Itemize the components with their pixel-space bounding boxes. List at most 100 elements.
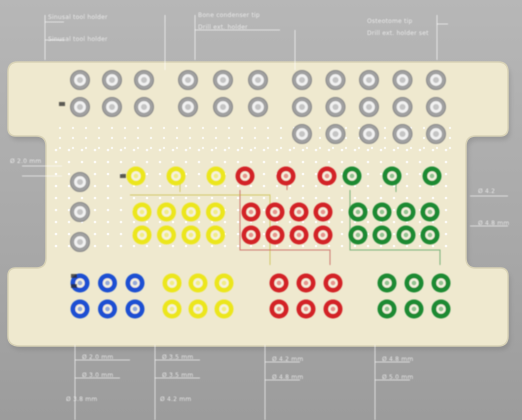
instrument-slot-yellow xyxy=(206,203,225,222)
instrument-slot-yellow xyxy=(189,300,208,319)
tray-hole xyxy=(345,127,347,129)
tray-hole xyxy=(107,209,110,212)
tray-hole xyxy=(146,173,149,176)
annotation-bottom-4: Ø 3.5 mm xyxy=(162,372,193,380)
tray-hole xyxy=(72,147,74,149)
tray-hole xyxy=(328,161,331,164)
tray-hole xyxy=(124,127,126,129)
tray-hole xyxy=(68,245,71,248)
tray-hole xyxy=(276,161,279,164)
instrument-slot-gray xyxy=(393,98,412,117)
tray-hole xyxy=(81,161,84,164)
annotation-top-3: Bone condenser tip xyxy=(198,12,260,20)
tray-hole xyxy=(228,147,230,149)
tray-hole xyxy=(176,147,178,149)
annotation-bottom-3: Ø 3.5 mm xyxy=(162,354,193,362)
instrument-slot-green xyxy=(383,167,402,186)
instrument-slot-red xyxy=(297,300,316,319)
tray-hole xyxy=(237,185,240,188)
tray-hole xyxy=(98,137,100,139)
tray-hole xyxy=(250,149,253,152)
tray-hole xyxy=(289,185,292,188)
tray-hole xyxy=(159,149,162,152)
tray-hole xyxy=(289,197,292,200)
instrument-slot-gray xyxy=(293,98,312,117)
tray-hole xyxy=(263,173,266,176)
annotation-bottom-10: Ø 5.0 mm xyxy=(382,374,413,382)
tray-hole xyxy=(289,221,292,224)
tray-hole xyxy=(384,147,386,149)
tray-hole xyxy=(72,127,74,129)
tray-hole xyxy=(59,147,61,149)
annotation-right-2: Ø 4.8 mm xyxy=(478,220,509,228)
tray-hole xyxy=(120,233,123,236)
tray-hole xyxy=(146,185,149,188)
tray-hole xyxy=(159,197,162,200)
tray-hole xyxy=(124,147,126,149)
tray-hole xyxy=(68,209,71,212)
instrument-slot-yellow xyxy=(215,300,234,319)
tray-hole xyxy=(55,161,58,164)
tray-hole xyxy=(276,185,279,188)
annotation-bottom-2: Ø 3.0 mm xyxy=(82,372,113,380)
tray-hole xyxy=(237,221,240,224)
tray-hole xyxy=(68,197,71,200)
instrument-slot-gray xyxy=(427,71,446,90)
tray-hole xyxy=(211,185,214,188)
tray-hole xyxy=(384,137,386,139)
tray-hole xyxy=(263,149,266,152)
tray-hole xyxy=(241,127,243,129)
tray-hole xyxy=(354,149,357,152)
tray-hole xyxy=(306,147,308,149)
tray-hole xyxy=(120,185,123,188)
tray-hole xyxy=(341,245,344,248)
tray-hole xyxy=(367,221,370,224)
instrument-slot-green xyxy=(378,300,397,319)
tray-hole xyxy=(341,197,344,200)
tray-hole xyxy=(315,185,318,188)
tray-hole xyxy=(120,197,123,200)
tray-hole xyxy=(94,233,97,236)
instrument-slot-red xyxy=(290,226,309,245)
tray-hole xyxy=(328,221,331,224)
tray-hole xyxy=(315,245,318,248)
tray-hole xyxy=(250,185,253,188)
instrument-slot-red xyxy=(277,167,296,186)
tray-hole xyxy=(172,149,175,152)
tray-hole xyxy=(55,149,58,152)
tray-hole xyxy=(55,233,58,236)
tray-hole xyxy=(445,197,448,200)
tray-hole xyxy=(328,197,331,200)
tray-hole xyxy=(419,149,422,152)
tray-hole xyxy=(146,197,149,200)
instrument-slot-green xyxy=(423,167,442,186)
tray-hole xyxy=(241,137,243,139)
instrument-slot-red xyxy=(324,300,343,319)
instrument-slot-red xyxy=(242,203,261,222)
instrument-slot-red xyxy=(266,203,285,222)
tray-hole xyxy=(163,137,165,139)
tray-hole xyxy=(224,185,227,188)
tray-hole xyxy=(250,161,253,164)
tray-hole xyxy=(302,149,305,152)
tray-hole xyxy=(215,147,217,149)
tray-hole xyxy=(111,137,113,139)
tray-hole xyxy=(319,137,321,139)
instrument-slot-gray xyxy=(326,71,345,90)
tray-hole xyxy=(254,127,256,129)
instrument-slot-gray xyxy=(360,98,379,117)
tray-hole xyxy=(85,137,87,139)
tray-hole xyxy=(185,197,188,200)
tray-hole xyxy=(150,127,152,129)
tray-hole xyxy=(176,127,178,129)
annotation-bottom-7: Ø 4.2 mm xyxy=(272,356,303,364)
tray-hole xyxy=(250,197,253,200)
instrument-slot-red xyxy=(297,274,316,293)
tray-hole xyxy=(68,161,71,164)
tray-hole xyxy=(280,137,282,139)
tray-hole xyxy=(150,147,152,149)
tray-hole xyxy=(263,221,266,224)
instrument-slot-green xyxy=(432,300,451,319)
tray-hole xyxy=(380,245,383,248)
